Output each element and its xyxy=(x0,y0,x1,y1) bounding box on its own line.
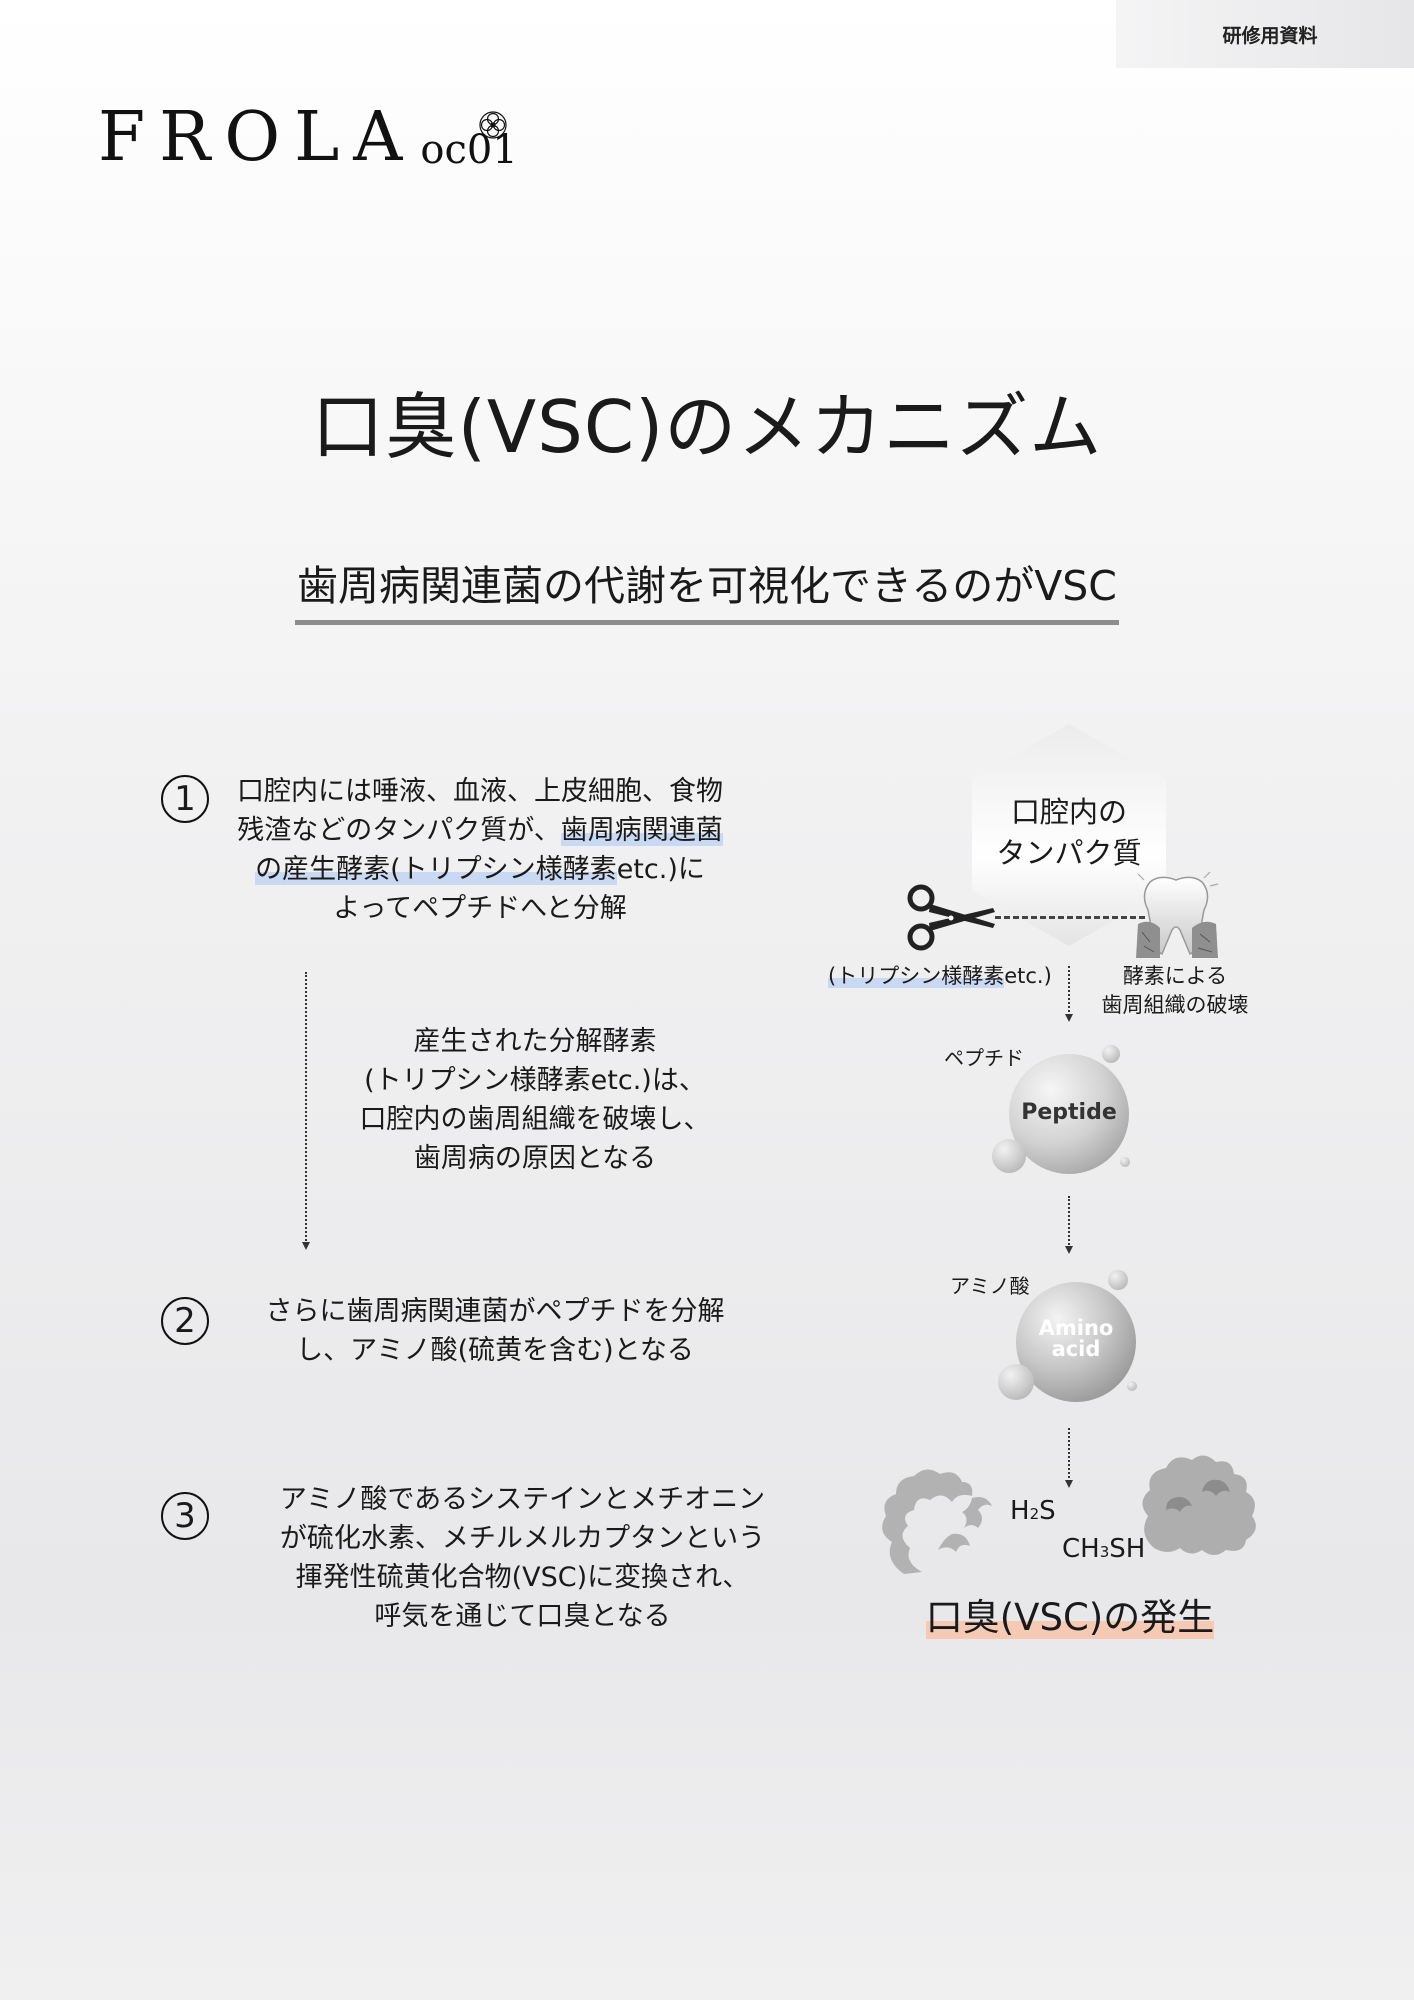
smoke-icon-right xyxy=(1142,1455,1256,1555)
tissue-destruction-label: 酵素による 歯周組織の破壊 xyxy=(1101,964,1249,1017)
amino-acid-bubble-label: Amino acid xyxy=(1038,1316,1114,1361)
page-title: 口臭(VSC)のメカニズム xyxy=(311,385,1103,469)
step-number-1: 1 xyxy=(161,775,209,823)
document-tag: 研修用資料 xyxy=(1116,0,1414,68)
enzyme-note-text: 産生された分解酵素 (トリプシン様酵素etc.)は、 口腔内の歯周組織を破壊し、… xyxy=(359,1026,711,1174)
hydrogen-sulfide-formula: H2S xyxy=(1010,1496,1056,1526)
amino-acid-label: アミノ酸 xyxy=(950,1274,1030,1298)
damaged-tooth-icon xyxy=(1136,872,1219,958)
logo-product-code: oc01 xyxy=(420,127,518,173)
arrow-down-icon xyxy=(1065,1246,1073,1254)
cut-line xyxy=(995,916,1145,919)
arrow-down-icon xyxy=(302,1242,310,1250)
enzyme-label: (トリプシン様酵素etc.) xyxy=(828,964,1052,988)
peptide-bubble-icon xyxy=(992,1045,1130,1174)
page-subtitle: 歯周病関連菌の代謝を可視化できるのがVSC xyxy=(295,552,1119,625)
subtitle-container: 歯周病関連菌の代謝を可視化できるのがVSC xyxy=(0,552,1414,625)
flow-arrow-1 xyxy=(1068,966,1070,1016)
protein-label: 口腔内の タンパク質 xyxy=(996,795,1142,870)
smoke-icon-left xyxy=(882,1469,992,1574)
flow-arrow-3 xyxy=(1068,1428,1070,1482)
protein-hexagon xyxy=(972,724,1166,946)
amino-acid-bubble-icon xyxy=(998,1270,1137,1402)
peptide-bubble-label: Peptide xyxy=(1021,1100,1117,1125)
step-1-text: 口腔内には唾液、血液、上皮細胞、食物 残渣などのタンパク質が、歯周病関連菌 の産… xyxy=(237,776,723,924)
flow-arrow-2 xyxy=(1068,1196,1070,1248)
step-number-3: 3 xyxy=(161,1492,209,1540)
step-2-text: さらに歯周病関連菌がペプチドを分解 し、アミノ酸(硫黄を含む)となる xyxy=(265,1296,725,1366)
step-3-text: アミノ酸であるシステインとメチオニン が硫化水素、メチルメルカプタンという 揮発… xyxy=(279,1484,766,1632)
flow-line-left xyxy=(305,972,307,1244)
logo-wordmark: FROLA xyxy=(98,98,417,177)
methyl-mercaptan-formula: CH3SH xyxy=(1062,1534,1146,1564)
arrow-down-icon xyxy=(1065,1014,1073,1022)
halitosis-result-label: 口臭(VSC)の発生 xyxy=(925,1596,1215,1639)
flower-logo-icon xyxy=(479,111,507,139)
scissors-icon xyxy=(907,884,995,951)
brand-logo: FROLA oc01 xyxy=(98,104,518,172)
step-number-2: 2 xyxy=(161,1297,209,1345)
arrow-down-icon xyxy=(1065,1480,1073,1488)
peptide-label: ペプチド xyxy=(944,1046,1024,1070)
